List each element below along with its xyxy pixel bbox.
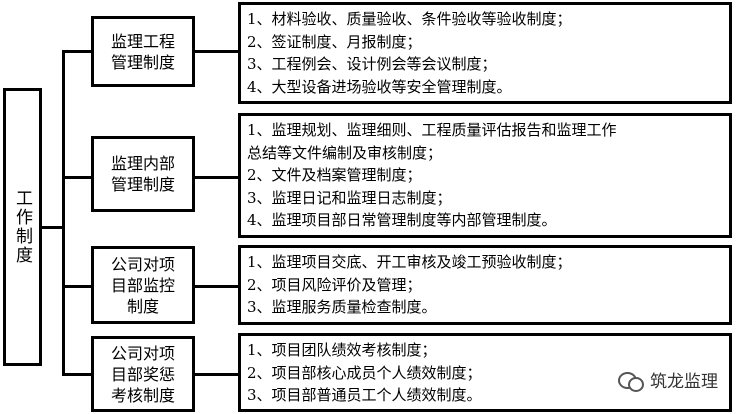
detail-1-item-1: 1、材料验收、质量验收、条件验收等验收制度；	[247, 10, 572, 28]
category-3-line-3: 制度	[126, 296, 159, 316]
detail-4-item-2: 2、项目部核心成员个人绩效制度；	[247, 363, 482, 382]
watermark-text: 筑龙监理	[650, 372, 718, 392]
detail-4-item-3: 3、项目部普通员工个人绩效制度。	[247, 386, 482, 404]
category-4-line-1: 公司对项	[110, 343, 175, 363]
category-3-line-2: 目部监控	[110, 275, 175, 295]
category-1-line-2: 管理制度	[110, 52, 175, 72]
detail-1-item-2: 2、签证制度、月报制度；	[247, 32, 422, 51]
detail-box-2: 1、监理规划、监理细则、工程质量评估报告和监理工作 总结等文件编制及审核制度； …	[238, 113, 732, 238]
detail-2-item-4: 3、监理日记和监理日志制度；	[247, 188, 452, 207]
category-box-3: 公司对项 目部监控 制度	[91, 246, 195, 324]
category-box-1: 监理工程 管理制度	[91, 16, 195, 87]
wechat-icon	[618, 369, 644, 392]
category-3-line-1: 公司对项	[110, 254, 175, 274]
connector-trunk	[62, 50, 65, 375]
connector-cat-3	[62, 285, 92, 288]
detail-3-item-3: 3、监理服务质量检查制度。	[247, 298, 437, 316]
detail-box-4: 1、项目团队绩效考核制度； 2、项目部核心成员个人绩效制度； 3、项目部普通员工…	[238, 333, 732, 412]
watermark: 筑龙监理	[618, 367, 718, 392]
connector-root	[42, 226, 64, 229]
detail-3-item-2: 2、项目风险评价及管理；	[247, 275, 422, 294]
detail-2-item-3: 2、文件及档案管理制度；	[247, 166, 422, 184]
category-2-line-1: 监理内部	[110, 154, 175, 173]
connector-cat-2	[62, 176, 92, 179]
detail-4-item-1: 1、项目团队绩效考核制度；	[247, 341, 437, 359]
detail-2-item-2: 总结等文件编制及审核制度；	[247, 143, 443, 162]
root-node: 工作制度	[3, 88, 42, 366]
connector-detail-4	[195, 373, 239, 376]
detail-1-item-4: 4、大型设备进场验收等安全管理制度。	[247, 77, 512, 96]
detail-2-item-5: 4、监理项目部日常管理制度等内部管理制度。	[247, 211, 557, 229]
category-4-line-3: 考核制度	[110, 385, 175, 405]
detail-box-1: 1、材料验收、质量验收、条件验收等验收制度； 2、签证制度、月报制度； 3、工程…	[238, 2, 732, 104]
category-1-line-1: 监理工程	[110, 31, 175, 51]
connector-cat-4	[62, 373, 92, 376]
connector-detail-1	[195, 50, 239, 53]
connector-cat-1	[62, 50, 92, 53]
detail-box-3: 1、监理项目交底、开工审核及竣工预验收制度； 2、项目风险评价及管理； 3、监理…	[238, 245, 732, 325]
category-box-2: 监理内部 管理制度	[91, 136, 195, 212]
connector-detail-2	[195, 176, 239, 179]
root-label: 工作制度	[12, 189, 32, 265]
detail-2-item-1: 1、监理规划、监理细则、工程质量评估报告和监理工作	[247, 121, 617, 139]
connector-detail-3	[195, 285, 239, 288]
category-2-line-2: 管理制度	[110, 175, 175, 194]
detail-1-item-3: 3、工程例会、设计例会等会议制度；	[247, 55, 497, 73]
detail-3-item-1: 1、监理项目交底、开工审核及竣工预验收制度；	[247, 253, 572, 271]
category-box-4: 公司对项 目部奖惩 考核制度	[91, 336, 195, 412]
category-4-line-2: 目部奖惩	[110, 364, 175, 384]
